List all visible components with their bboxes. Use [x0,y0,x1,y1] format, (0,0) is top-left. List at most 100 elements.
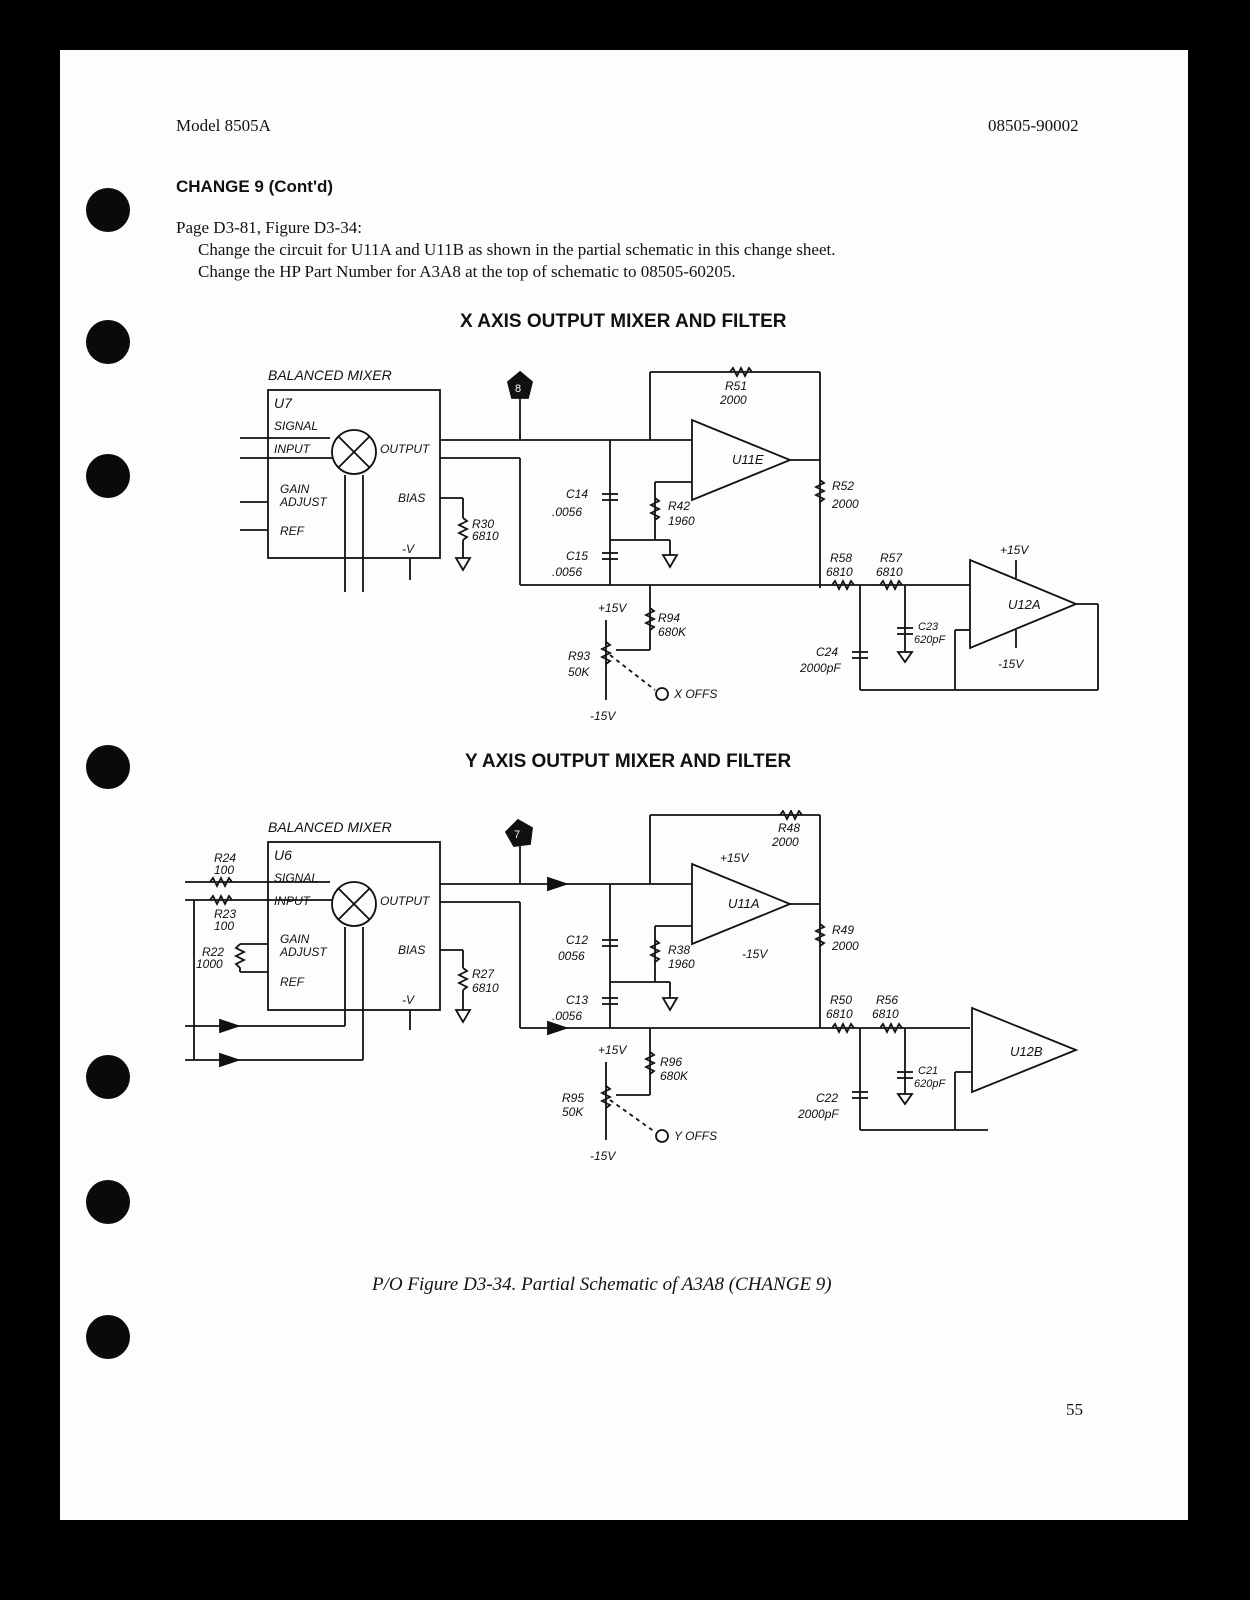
binder-hole [86,745,130,789]
binder-hole [86,454,130,498]
schematic-label: 1960 [668,957,695,971]
schematic-label: R51 [725,379,747,393]
binder-hole [86,188,130,232]
binder-hole [86,1180,130,1224]
schematic-label: X OFFS [673,687,717,701]
schematic-label: R52 [832,479,854,493]
schematic-label: 8 [515,383,521,395]
schematic-label: BIAS [398,943,425,957]
binder-hole [86,1055,130,1099]
schematic-label: 2000 [831,939,859,953]
page-reference: Page D3-81, Figure D3-34: [176,218,363,237]
schematic-label: R95 [562,1091,584,1105]
schematic-label: 6810 [876,565,903,579]
schematic-label: 6810 [826,565,853,579]
x-axis-schematic: BALANCED MIXER U7 SIGNAL INPUT GAIN ADJU… [240,365,1099,720]
schematic-label: R48 [778,821,800,835]
schematic-label: R94 [658,611,680,625]
schematic-label: 6810 [826,1007,853,1021]
mixer-label: BALANCED MIXER [268,367,392,383]
schematic-label: U12A [1008,597,1041,612]
schematic-label: 1000 [196,957,223,971]
schematic-label: .0056 [552,565,582,579]
opamp-u12b [971,1006,1079,1094]
schematic-label: +15V [1000,543,1029,557]
schematic-label: C15 [566,549,588,563]
signal-label: SIGNAL [274,419,318,433]
schematic-label: BALANCED MIXER [268,819,392,835]
schematic-label: 620pF [914,634,946,646]
schematic-label: 2000 [771,835,799,849]
schematic-label: R56 [876,993,898,1007]
schematic-label: -V [402,993,415,1007]
schematic-label: -15V [998,657,1024,671]
schematic-label: C23 [918,621,939,633]
document-number: 08505-90002 [988,116,1079,135]
schematic-label: 100 [214,919,234,933]
schematic-label: 680K [660,1069,689,1083]
schematic-label: 6810 [472,529,499,543]
schematic-label: 7 [514,829,520,841]
schematic-label: +15V [598,601,627,615]
schematic-label: REF [280,975,305,989]
schematic-label: R93 [568,649,590,663]
binder-hole [86,320,130,364]
schematic-label: +15V [598,1043,627,1057]
schematic-label: R23 [214,907,236,921]
y-axis-title: Y AXIS OUTPUT MIXER AND FILTER [465,751,792,772]
schematic-label: R42 [668,499,690,513]
adjust-label: ADJUST [279,495,328,509]
schematic-label: 620pF [914,1078,946,1090]
schematic-label: C22 [816,1091,838,1105]
schematic-label: C12 [566,933,588,947]
schematic-label: 50K [568,665,590,679]
schematic-label: 2000pF [799,661,841,675]
schematic-label: 0056 [558,949,585,963]
input-label: INPUT [274,442,312,456]
schematic-label: R38 [668,943,690,957]
schematic-label: R27 [472,967,495,981]
schematic-label: OUTPUT [380,894,431,908]
schematic-label: -15V [742,947,768,961]
schematic-label: GAIN [280,932,310,946]
schematic-label: INPUT [274,894,312,908]
document-page: Model 8505A 08505-90002 CHANGE 9 (Cont'd… [60,50,1188,1520]
instruction-line-2: Change the HP Part Number for A3A8 at th… [198,262,736,281]
instruction-line-1: Change the circuit for U11A and U11B as … [198,240,836,259]
schematic-label: -15V [590,1149,616,1163]
gain-label: GAIN [280,482,310,496]
opamp-u11e [691,418,793,502]
schematic-label: U11A [728,896,760,911]
schematic-label: C14 [566,487,588,501]
schematic-label: C21 [918,1065,938,1077]
bias-label: BIAS [398,491,425,505]
schematic-label: ADJUST [279,945,328,959]
schematic-label: +15V [720,851,749,865]
mixer-box [267,841,441,1011]
schematic-label: R96 [660,1055,682,1069]
schematic-label: .0056 [552,1009,582,1023]
schematic-label: U12B [1010,1044,1043,1059]
schematic-label: R30 [472,517,494,531]
schematic-label: -15V [590,709,616,720]
schematic-label: 6810 [872,1007,899,1021]
y-axis-schematic: BALANCED MIXER U6 SIGNAL INPUT GAIN ADJU… [185,810,1079,1163]
schematic-label: R58 [830,551,852,565]
schematic-label: SIGNAL [274,871,318,885]
mixer-ref: U7 [274,395,293,411]
schematic-label: 6810 [472,981,499,995]
schematic-label: 50K [562,1105,584,1119]
schematic-label: Y OFFS [674,1129,717,1143]
schematic-label: C24 [816,645,838,659]
ref-label: REF [280,524,305,538]
schematic-label: U6 [274,847,292,863]
schematic-label: R57 [880,551,903,565]
schematic-label: 1960 [668,514,695,528]
schematic-label: R24 [214,851,236,865]
mixer-symbol [331,429,377,475]
schematic-label: U11E [732,452,764,467]
mixer-box [267,389,441,559]
page-number: 55 [1066,1400,1083,1419]
section-heading: CHANGE 9 (Cont'd) [176,177,334,196]
schematic-label: R49 [832,923,854,937]
